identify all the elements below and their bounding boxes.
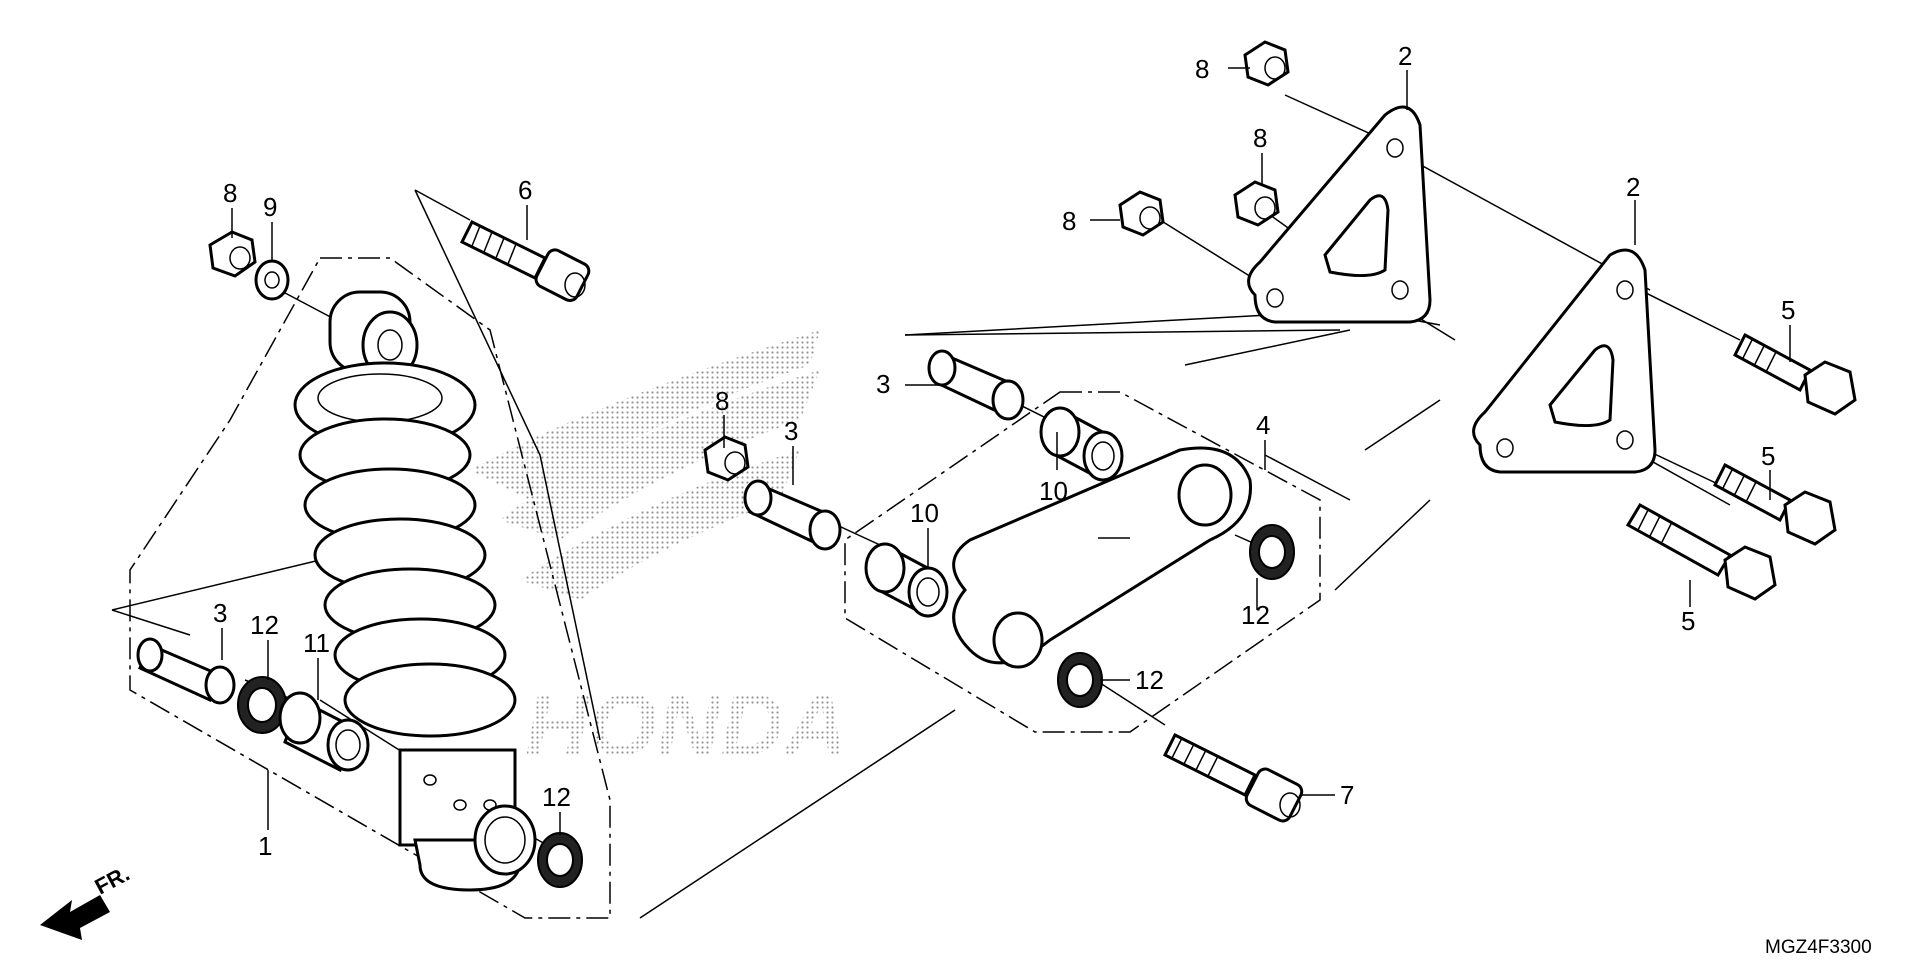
part-code: MGZ4F3300 xyxy=(1765,937,1872,958)
oil-seal-2 xyxy=(537,832,583,888)
flange-nut-5 xyxy=(1243,40,1290,87)
callout-5-top: 5 xyxy=(1781,295,1795,325)
callout-12-link: 12 xyxy=(1135,665,1164,695)
link-assembly-outline xyxy=(844,391,1321,733)
oil-seal-1 xyxy=(237,676,287,734)
flange-nut-3 xyxy=(1118,190,1165,237)
callout-5-low: 5 xyxy=(1681,606,1695,636)
callout-8-center: 8 xyxy=(1253,123,1267,153)
needle-bearing-10-lower xyxy=(864,542,949,618)
oil-seal-4 xyxy=(1057,652,1103,708)
link-plate-lower xyxy=(1472,248,1657,474)
watermark-text: HONDA xyxy=(525,675,848,774)
front-direction-indicator: FR. xyxy=(40,861,134,940)
honda-watermark: HONDA xyxy=(470,330,848,774)
flange-bolt-5-top xyxy=(1733,332,1857,416)
flange-bolt-5-mid xyxy=(1713,462,1837,546)
washer-9 xyxy=(254,259,290,301)
collar-top xyxy=(927,349,1025,421)
callout-4: 4 xyxy=(1256,410,1270,440)
callout-3-top: 3 xyxy=(876,369,890,399)
callout-8-right: 8 xyxy=(1062,206,1076,236)
direction-label: FR. xyxy=(91,861,134,900)
collar-middle xyxy=(743,479,842,551)
callout-3-middle: 3 xyxy=(784,416,798,446)
callout-10-upper: 10 xyxy=(1039,476,1068,506)
callout-9: 9 xyxy=(263,192,277,222)
callout-1: 1 xyxy=(258,831,272,861)
callout-8-top: 8 xyxy=(1195,54,1209,84)
collar-left xyxy=(136,637,236,705)
flange-bolt-5-low xyxy=(1625,502,1777,601)
callout-6: 6 xyxy=(518,175,532,205)
callout-leaders xyxy=(221,67,1791,835)
callout-12-bottom: 12 xyxy=(542,782,571,812)
rear-shock-absorber xyxy=(293,290,537,892)
callout-8-left: 8 xyxy=(223,178,237,208)
callout-5-mid: 5 xyxy=(1761,441,1775,471)
shock-assembly-outline xyxy=(129,257,611,919)
oil-seal-3 xyxy=(1249,524,1295,580)
shock-link-4 xyxy=(952,446,1252,669)
callout-12-left: 12 xyxy=(250,610,279,640)
link-plate-upper xyxy=(1247,105,1432,324)
callout-2-lower: 2 xyxy=(1626,172,1640,202)
needle-bearing-10-upper xyxy=(1039,406,1124,482)
callout-11: 11 xyxy=(303,628,330,658)
arrow-left-icon xyxy=(40,895,110,940)
flange-nut-1 xyxy=(208,230,257,278)
bolt-6 xyxy=(459,219,591,303)
callout-12-right: 12 xyxy=(1241,600,1270,630)
callout-3-left: 3 xyxy=(213,598,227,628)
flange-nut-4 xyxy=(1233,180,1280,227)
needle-bearing-11 xyxy=(278,691,370,773)
callout-7: 7 xyxy=(1340,780,1354,810)
bolt-7 xyxy=(1162,732,1304,823)
flange-nut-2 xyxy=(703,435,750,482)
callout-labels: 1 2 2 3 3 3 4 5 5 5 6 7 8 8 8 8 8 9 10 1… xyxy=(213,41,1795,861)
callout-10-lower: 10 xyxy=(910,498,939,528)
callout-8-middle: 8 xyxy=(715,386,729,416)
callout-2-upper: 2 xyxy=(1398,41,1412,71)
